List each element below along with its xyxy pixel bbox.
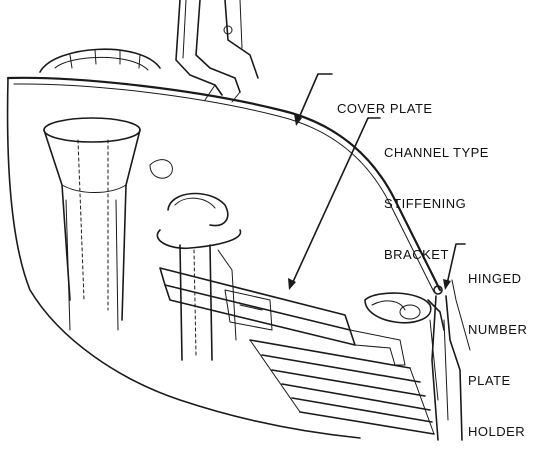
cover-plate-leader xyxy=(297,73,333,121)
bracket-end-fitting xyxy=(364,292,432,324)
plate-holder-line-4: HOLDER xyxy=(468,424,526,439)
number-plate-holder xyxy=(427,279,471,441)
leader-lines xyxy=(288,73,466,290)
cover-plate-outline xyxy=(6,76,442,439)
cooling-fins xyxy=(249,339,435,435)
cover-plate-label: COVER PLATE xyxy=(337,101,433,116)
plate-holder-line-2: NUMBER xyxy=(468,322,528,337)
channel-bracket-label: CHANNEL TYPE STIFFENING BRACKET xyxy=(384,110,489,297)
channel-bracket-line-3: BRACKET xyxy=(384,247,449,262)
number-plate-holder-label: HINGED NUMBER PLATE HOLDER xyxy=(468,236,527,456)
stiffening-bracket xyxy=(159,267,406,366)
cover-plate-arrowhead xyxy=(294,114,302,126)
plate-holder-line-3: PLATE xyxy=(468,373,511,388)
plate-holder-line-1: HINGED xyxy=(468,271,522,286)
channel-bracket-line-1: CHANNEL TYPE xyxy=(384,145,489,160)
upper-cylinder xyxy=(39,48,161,73)
channel-bracket-leader xyxy=(291,117,381,285)
upper-mounting-channel xyxy=(175,0,259,103)
center-pipe-fitting xyxy=(156,192,242,361)
plate-holder-leader xyxy=(446,243,466,285)
channel-bracket-line-2: STIFFENING xyxy=(384,196,467,211)
left-cylinder xyxy=(43,117,173,331)
channel-bracket-arrowhead xyxy=(288,278,296,290)
plate-holder-arrowhead xyxy=(443,279,451,290)
